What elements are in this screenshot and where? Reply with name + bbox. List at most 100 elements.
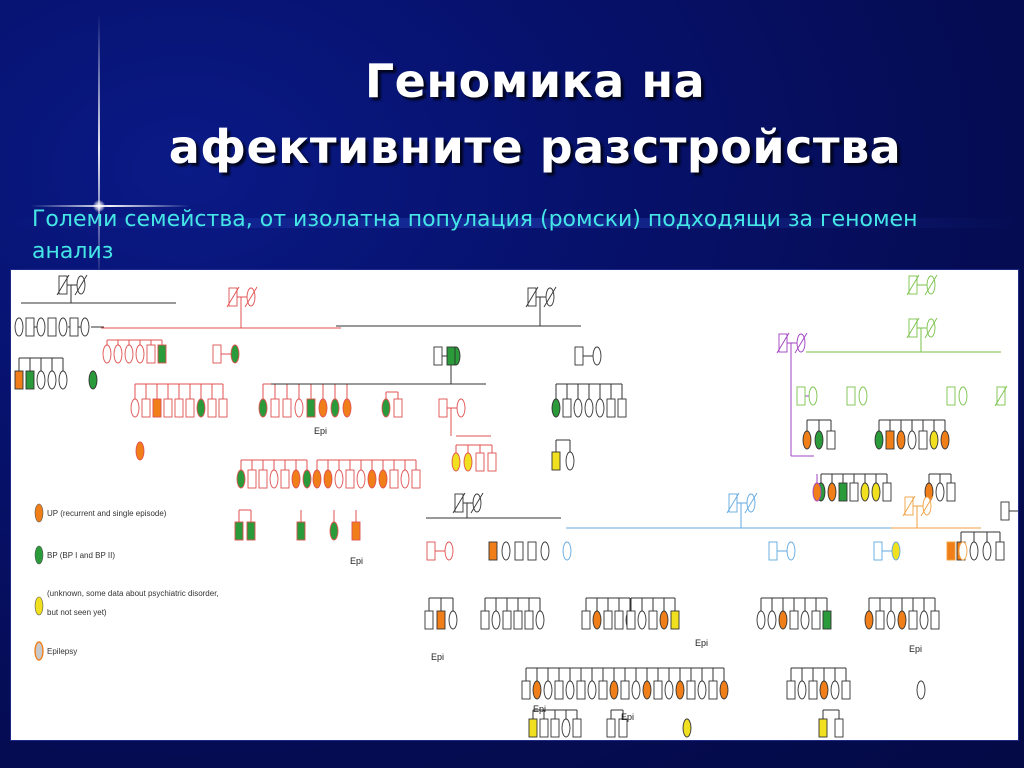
male-symbol — [572, 718, 582, 738]
male-symbol — [141, 398, 151, 418]
female-symbol — [609, 680, 619, 700]
female-symbol — [719, 680, 729, 700]
female-symbol — [323, 469, 333, 489]
male-symbol — [528, 718, 538, 738]
deceased-mark — [924, 274, 938, 296]
sparkle-horizontal — [30, 205, 190, 207]
male-symbol — [849, 482, 859, 502]
deceased-mark — [543, 286, 557, 308]
female-symbol — [896, 430, 906, 450]
female-symbol — [827, 482, 837, 502]
female-symbol — [756, 610, 766, 630]
male-symbol — [488, 541, 498, 561]
male-symbol — [514, 541, 524, 561]
male-symbol — [436, 610, 446, 630]
male-symbol — [708, 680, 718, 700]
male-symbol — [25, 370, 35, 390]
female-symbol — [367, 469, 377, 489]
deceased-mark — [525, 286, 539, 308]
female-symbol — [302, 469, 312, 489]
female-symbol — [124, 344, 134, 364]
male-symbol — [446, 346, 456, 366]
deceased-mark — [902, 495, 916, 517]
female-symbol — [871, 482, 881, 502]
female-symbol — [258, 398, 268, 418]
female-symbol — [444, 541, 454, 561]
female-symbol — [830, 680, 840, 700]
female-symbol — [135, 441, 145, 461]
male-symbol — [653, 680, 663, 700]
male-symbol — [946, 541, 956, 561]
epi-label-3: Epi — [431, 652, 444, 662]
deceased-mark — [470, 492, 484, 514]
male-symbol — [908, 610, 918, 630]
legend-item-unknown: (unknown, some data about psychiatric di… — [34, 589, 219, 617]
male-symbol — [882, 482, 892, 502]
female-symbol — [551, 398, 561, 418]
title-line-2: афективните разстройства — [168, 120, 902, 174]
male-symbol — [480, 610, 490, 630]
legend-item-bp: BP (BP I and BP II) — [34, 545, 115, 565]
deceased-mark — [776, 332, 790, 354]
female-symbol — [565, 680, 575, 700]
female-symbol — [342, 398, 352, 418]
male-symbol — [603, 610, 613, 630]
male-symbol — [620, 680, 630, 700]
male-symbol — [686, 680, 696, 700]
female-symbol — [592, 346, 602, 366]
pedigree-figure: UP (recurrent and single episode) BP (BP… — [10, 269, 1019, 741]
male-symbol — [918, 430, 928, 450]
pedigree-symbols — [14, 274, 1010, 738]
female-symbol — [940, 430, 950, 450]
female-symbol — [935, 482, 945, 502]
female-symbol — [58, 317, 68, 337]
legend-label-epilepsy: Epilepsy — [47, 647, 77, 656]
female-symbol — [269, 469, 279, 489]
male-symbol — [789, 610, 799, 630]
male-symbol — [930, 610, 940, 630]
male-symbol — [551, 451, 561, 471]
male-symbol — [562, 398, 572, 418]
female-symbol — [294, 398, 304, 418]
female-symbol — [532, 680, 542, 700]
female-symbol — [637, 610, 647, 630]
female-symbol — [969, 541, 979, 561]
legend-label-up: UP (recurrent and single episode) — [47, 509, 167, 518]
female-symbol — [36, 370, 46, 390]
male-symbol — [574, 346, 584, 366]
male-symbol — [475, 452, 485, 472]
male-symbol — [411, 469, 421, 489]
female-symbol — [448, 610, 458, 630]
male-symbol — [25, 317, 35, 337]
male-symbol — [282, 398, 292, 418]
male-symbol — [834, 718, 844, 738]
deceased-mark — [906, 317, 920, 339]
male-symbol — [247, 469, 257, 489]
deceased-mark — [56, 274, 70, 296]
deceased-mark — [994, 385, 1008, 407]
male-symbol — [554, 680, 564, 700]
slide-subtitle: Големи семейства, от изолатна популация … — [32, 207, 918, 264]
female-symbol — [400, 469, 410, 489]
female-symbol — [982, 541, 992, 561]
male-symbol — [626, 610, 636, 630]
male-symbol — [618, 718, 628, 738]
deceased-mark — [906, 274, 920, 296]
male-symbol — [426, 541, 436, 561]
female-symbol — [767, 610, 777, 630]
female-symbol — [451, 452, 461, 472]
deceased-mark — [74, 274, 88, 296]
female-symbol — [236, 469, 246, 489]
male-symbol — [786, 680, 796, 700]
female-symbol — [381, 398, 391, 418]
female-symbol — [573, 398, 583, 418]
male-symbol — [218, 398, 228, 418]
sparkle-vertical — [98, 14, 100, 284]
female-symbol — [958, 541, 968, 561]
female-symbol — [562, 541, 572, 561]
male-symbol — [614, 610, 624, 630]
female-symbol — [330, 398, 340, 418]
legend: UP (recurrent and single episode) BP (BP… — [34, 503, 219, 661]
deceased-mark — [920, 495, 934, 517]
female-symbol — [312, 469, 322, 489]
